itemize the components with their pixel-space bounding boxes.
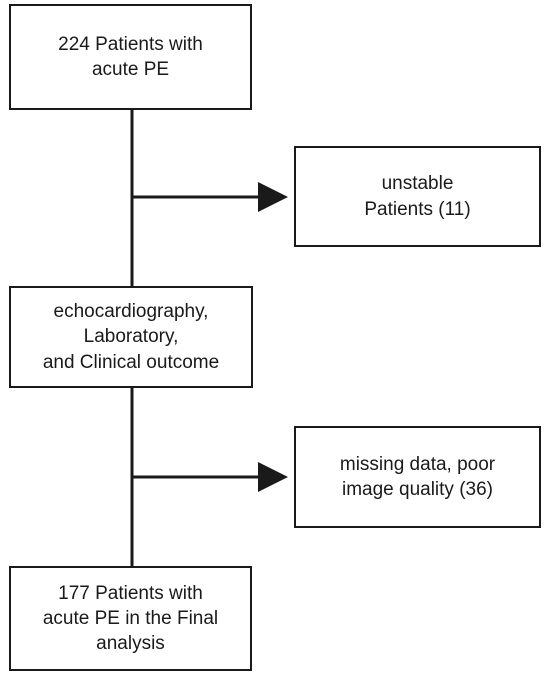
final-box-line: 177 Patients with	[58, 582, 203, 604]
final-box-text: 177 Patients with acute PE in the Final …	[43, 581, 218, 656]
start-box-line: acute PE	[91, 59, 170, 80]
final-box-line: acute PE in the Final	[42, 607, 219, 629]
start-box-text: 224 Patients with acute PE	[58, 32, 203, 82]
exclusion-box-missing-line: image quality (36)	[341, 479, 494, 500]
assessment-box-line: Laboratory,	[83, 326, 179, 348]
final-box: 177 Patients with acute PE in the Final …	[9, 566, 252, 671]
arrowhead-unstable	[258, 182, 288, 212]
arrowhead-missing	[258, 462, 288, 492]
exclusion-box-unstable: unstable Patients (11)	[294, 146, 541, 247]
exclusion-box-missing-line: missing data, poor	[339, 453, 496, 475]
assessment-box: echocardiography, Laboratory, and Clinic…	[9, 286, 253, 388]
start-box-line: 224 Patients with	[58, 33, 203, 55]
exclusion-box-unstable-line: Patients (11)	[364, 198, 471, 220]
assessment-box-line: echocardiography,	[53, 301, 209, 323]
start-box: 224 Patients with acute PE	[9, 4, 252, 110]
exclusion-box-missing-text: missing data, poor image quality (36)	[340, 452, 495, 502]
final-box-line: analysis	[96, 633, 165, 655]
assessment-box-text: echocardiography, Laboratory, and Clinic…	[43, 299, 219, 374]
exclusion-box-unstable-text: unstable Patients (11)	[364, 171, 470, 221]
exclusion-box-missing: missing data, poor image quality (36)	[294, 426, 541, 528]
exclusion-box-unstable-line: unstable	[381, 173, 454, 195]
assessment-box-line: and Clinical outcome	[42, 351, 220, 373]
